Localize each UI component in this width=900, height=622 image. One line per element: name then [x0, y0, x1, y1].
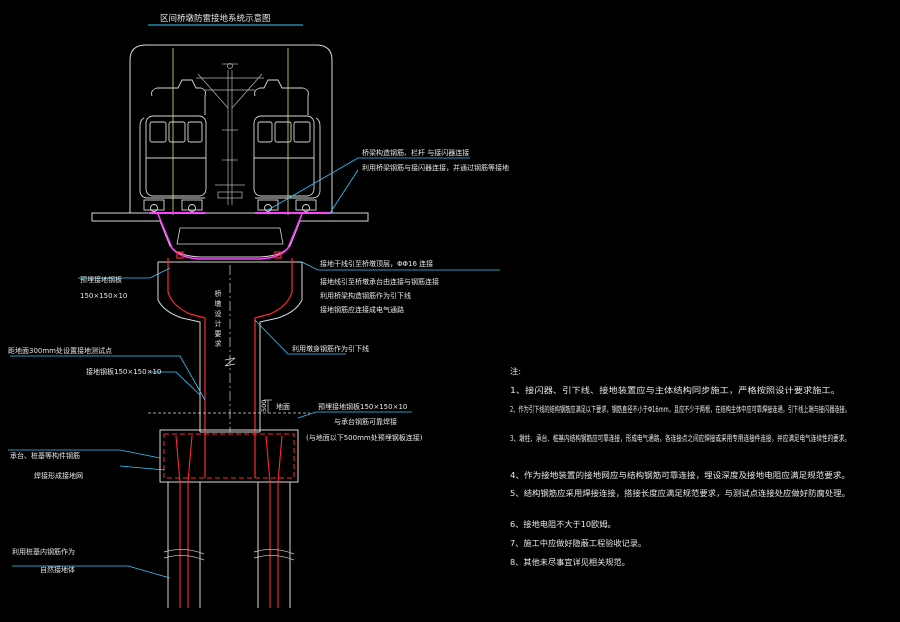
note-item: 4、作为接地装置的接地网应与结构钢筋可靠连接，埋设深度及接地电阻应满足规范要求。: [510, 470, 850, 480]
train-car-left: [139, 79, 207, 212]
ground-label: 地面: [276, 402, 290, 411]
callout-mid-right-5: 利用墩身钢筋作为引下线: [292, 344, 369, 353]
callout-left-5: 利用桩基内钢筋作为: [12, 547, 75, 556]
down-conductor-rebar: [167, 251, 293, 438]
callout-labels: 桥梁构造钢筋、栏杆 与接闪器连接 利用桥梁钢筋与接闪器连接，并通过钢筋等接地 接…: [8, 148, 509, 574]
note-item: 2、作为引下线的结构钢筋应满足以下要求，钢筋直径不小于Φ16mm，且应不少于两根…: [510, 404, 850, 414]
callout-left-2: 距地面300mm处设置接地测试点: [8, 346, 112, 355]
drawing-title: 区间桥墩防雷接地系统示意图: [160, 13, 271, 24]
note-item: 1、接闪器、引下线、接地装置应与主体结构同步施工，严格按照设计要求施工。: [510, 385, 840, 395]
notes-block: 注: 1、接闪器、引下线、接地装置应与主体结构同步施工，严格按照设计要求施工。 …: [510, 366, 850, 567]
piles: [163, 435, 295, 608]
pier-outline: [157, 261, 303, 433]
callout-mid-right-4: 接地钢筋应连接成电气通路: [320, 305, 404, 314]
callout-left-3: 接地钢板150×150×10: [86, 367, 161, 376]
pile-cap: [159, 429, 299, 483]
ground-line: [148, 399, 310, 414]
callout-left-5b: 自然接地体: [40, 565, 75, 574]
callout-mid-right-1: 接地干线引至桥墩顶层，ΦΦ16 连接: [320, 259, 433, 268]
clearance-envelope: [129, 44, 333, 213]
callout-low-right-2: 与承台钢筋可靠焊接: [334, 417, 397, 426]
dimension-500: 500: [260, 400, 268, 412]
break-symbol: [224, 357, 236, 367]
note-item: 7、施工中应做好隐蔽工程验收记录。: [510, 538, 646, 548]
callout-left-1: 预埋接地钢板: [80, 275, 122, 284]
note-item: 8、其他未尽事宜详见相关规范。: [510, 557, 630, 567]
callout-top-right-1: 桥梁构造钢筋、栏杆 与接闪器连接: [362, 148, 469, 157]
callout-left-1b: 150×150×10: [80, 292, 127, 300]
callout-left-4b: 焊接形成接地网: [34, 471, 83, 480]
catenary-system: [196, 63, 264, 205]
note-item: 5、结构钢筋应采用焊接连接，搭接长度应满足规范要求，与测试点连接处应做好防腐处理…: [510, 488, 850, 498]
note-item: 3、墩柱、承台、桩基内结构钢筋应可靠连接，形成电气通路，各连接点之间应焊接或采用…: [510, 433, 850, 443]
track-axis-lines: [172, 48, 289, 215]
callout-low-right-3: (与地面以下500mm处预埋钢板连接): [306, 433, 423, 442]
callout-top-right-2: 利用桥梁钢筋与接闪器连接，并通过钢筋等接地: [362, 163, 509, 172]
pier-vertical-label: 桥墩设计要求: [214, 289, 222, 350]
train-car-right: [253, 79, 321, 212]
leader-lines: [8, 157, 500, 579]
callout-low-right-1: 预埋接地钢板150×150×10: [318, 402, 407, 411]
callout-mid-right-2: 接地线引至桥墩承台由连接与钢筋连接: [320, 277, 439, 286]
box-girder-deck: [91, 212, 369, 260]
callout-mid-right-3: 利用桥梁构造钢筋作为引下线: [320, 291, 411, 300]
note-item: 6、接地电阻不大于10欧姆。: [510, 519, 616, 529]
callout-left-4: 承台、桩基等构件钢筋: [10, 451, 80, 460]
notes-heading: 注:: [510, 366, 521, 376]
